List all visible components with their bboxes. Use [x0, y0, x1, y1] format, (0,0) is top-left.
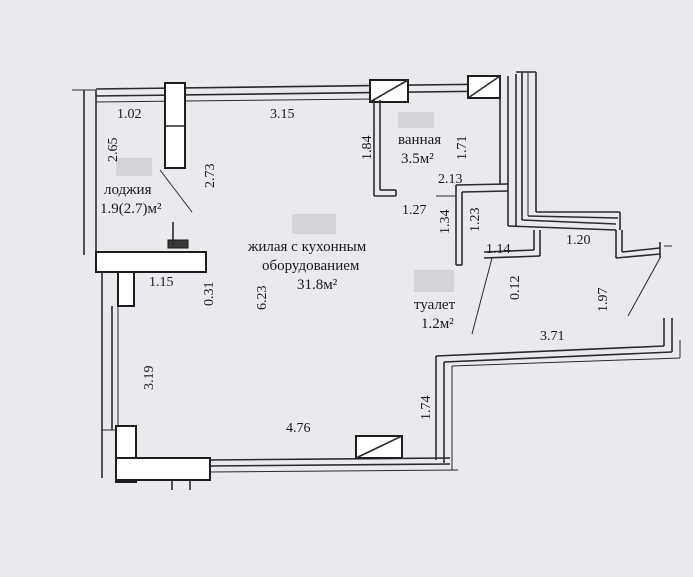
- toilet-area: 1.2м²: [421, 316, 454, 332]
- loggia-partition: [95, 222, 207, 307]
- dimension-label: 1.97: [596, 288, 611, 313]
- bottom-window: [355, 435, 403, 459]
- shaft-walls: [483, 71, 672, 259]
- bottom-wall: [209, 457, 459, 473]
- dimension-label: 3.19: [142, 366, 157, 391]
- dimension-label: 3.71: [540, 329, 565, 344]
- bottom-left-column: [115, 425, 211, 490]
- bathroom-area: 3.5м²: [401, 151, 434, 167]
- top-wall: [95, 83, 501, 103]
- dimension-label: 1.71: [455, 136, 470, 161]
- dimension-label: 1.20: [566, 233, 591, 248]
- loggia-name: лоджия: [104, 182, 152, 198]
- dimension-label: 2.65: [106, 138, 121, 163]
- living-room-name-line1: жилая с кухонным: [247, 239, 367, 255]
- dimension-label: 6.23: [255, 286, 270, 311]
- dimension-label: 1.74: [419, 396, 434, 421]
- dimension-label: 0.12: [508, 276, 523, 301]
- right-step-wall: [435, 318, 681, 470]
- dimension-label: 3.15: [270, 107, 295, 122]
- bathroom-walls: [369, 75, 509, 266]
- dimension-label: 1.02: [117, 107, 142, 122]
- dimension-label: 2.73: [203, 164, 218, 189]
- toilet-name: туалет: [414, 297, 456, 313]
- dimension-label: 1.84: [360, 136, 375, 161]
- dimension-label: 1.15: [149, 275, 174, 290]
- redaction-marks: [116, 112, 454, 292]
- dimension-label: 4.76: [286, 421, 311, 436]
- leader-lines: [159, 169, 661, 335]
- dimension-label: 1.27: [402, 203, 427, 218]
- dimension-label: 1.14: [486, 242, 511, 257]
- left-window-wall: [101, 272, 119, 478]
- dimension-label: 0.31: [202, 282, 217, 307]
- living-room-name-line2: оборудованием: [262, 258, 360, 274]
- dimension-label: 2.13: [438, 172, 463, 187]
- living-room-area: 31.8м²: [297, 277, 338, 293]
- loggia-left-wall: [72, 89, 97, 255]
- dimension-label: 1.23: [468, 208, 483, 233]
- bathroom-name: ванная: [398, 132, 441, 148]
- top-column: [164, 82, 186, 169]
- loggia-area: 1.9(2.7)м²: [100, 201, 162, 217]
- dimension-label: 1.34: [438, 210, 453, 235]
